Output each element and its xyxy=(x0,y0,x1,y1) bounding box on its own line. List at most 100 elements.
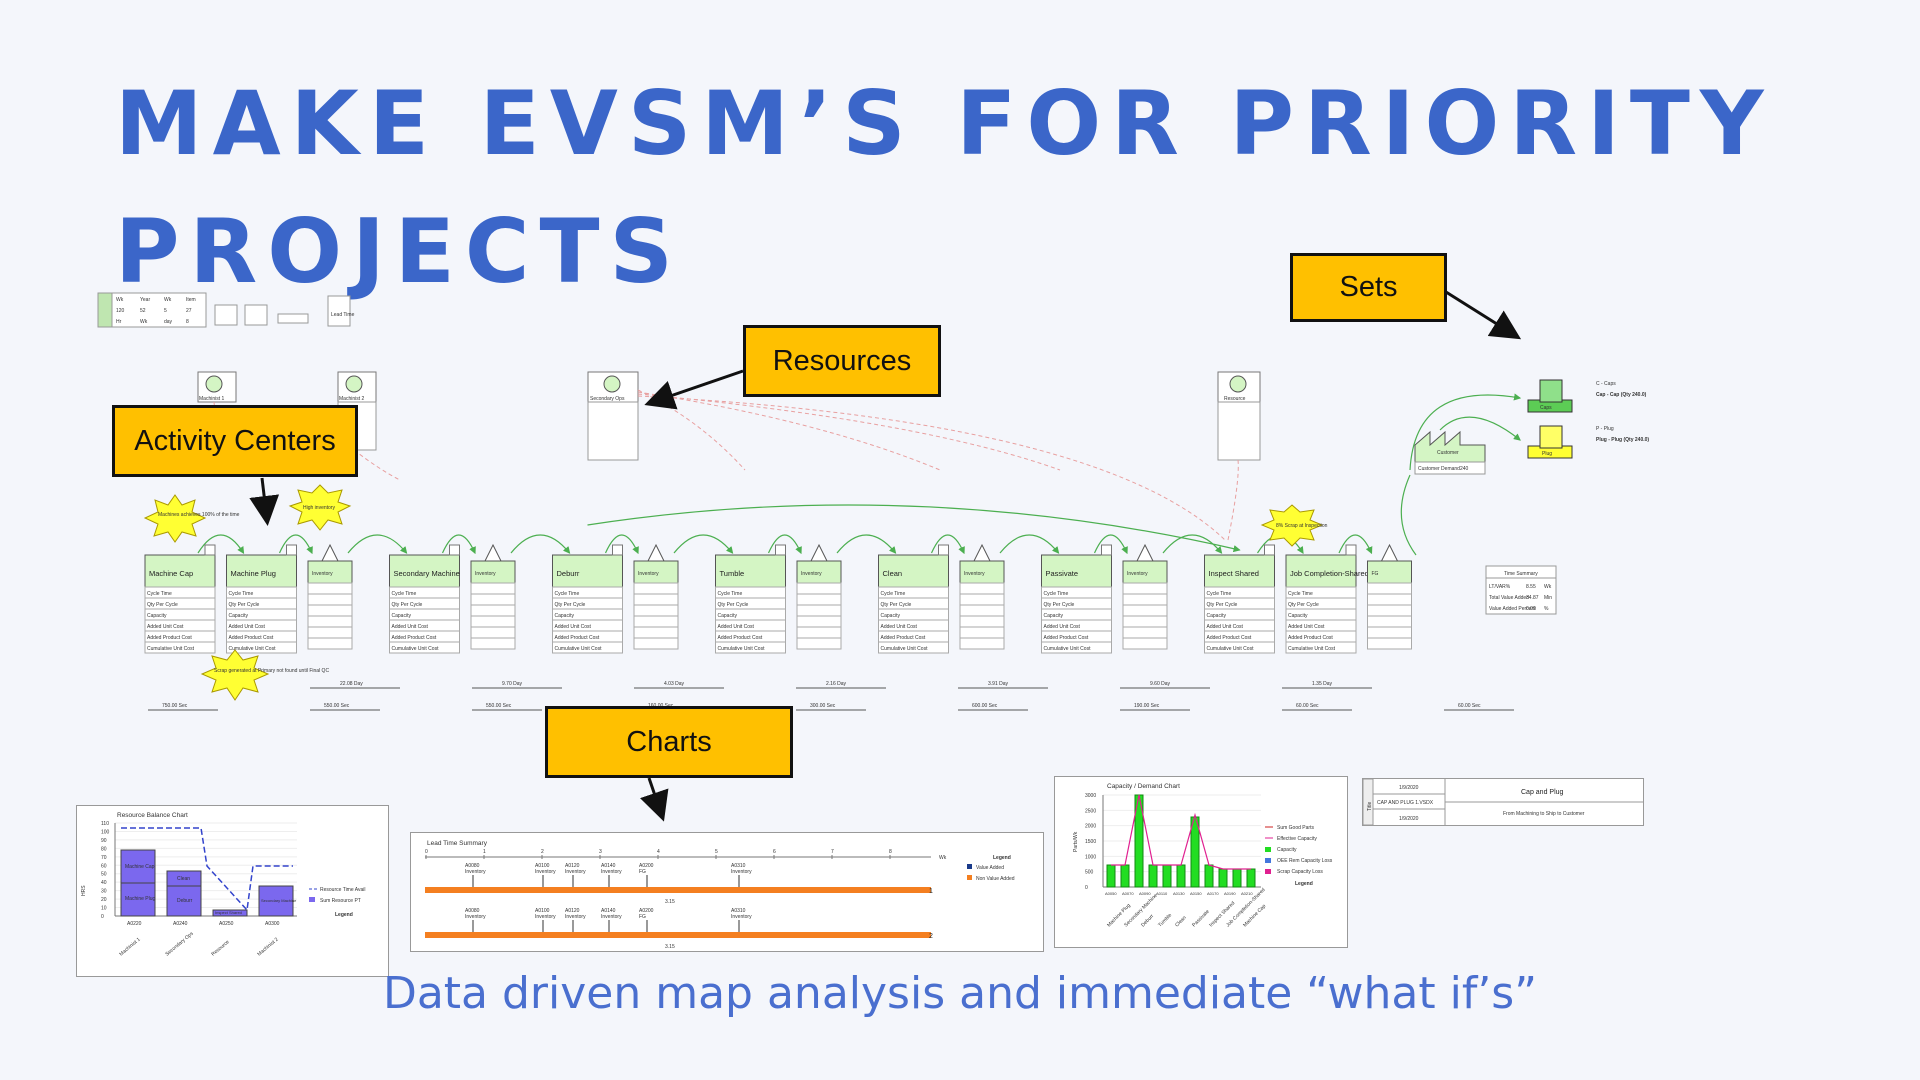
tl-low-7: 60.00 Sec xyxy=(1296,703,1319,709)
flow-arrow-12 xyxy=(1162,534,1223,554)
set-plug[interactable]: Plug P - Plug Plug - Plug (Qty 240.0) xyxy=(1527,425,1649,459)
activity-5-name: Deburr xyxy=(557,569,580,578)
activity-6[interactable]: Inventory xyxy=(633,543,679,650)
callout-arrows xyxy=(249,290,1522,822)
cd-title: Capacity / Demand Chart xyxy=(1107,783,1180,790)
resource-secondary-ops[interactable]: Secondary Ops xyxy=(587,371,639,461)
activity-1-row-3: Added Unit Cost xyxy=(229,624,266,630)
ts-row0-unit: Wk xyxy=(1544,584,1552,590)
activity-5-row-2: Capacity xyxy=(555,613,575,619)
ts-row2-unit: % xyxy=(1544,606,1549,612)
lt-tick-1: 1 xyxy=(483,849,486,855)
flow-arrow-9 xyxy=(930,534,965,555)
activity-2-name: Inventory xyxy=(312,571,333,577)
cd-bar-3 xyxy=(1148,864,1158,888)
capacity-demand-chart: Capacity / Demand Chart 3000250020001500… xyxy=(1073,783,1333,928)
activity-15[interactable]: FG xyxy=(1367,543,1412,650)
activity-14-row-0: Cycle Time xyxy=(1288,591,1313,597)
lt-row1-labels-code-4: A0200 xyxy=(639,863,654,869)
cd-code-4: A0130 xyxy=(1173,891,1185,896)
cd-legend-title: Legend xyxy=(1295,881,1313,887)
rb-ytick-3: 80 xyxy=(101,846,107,852)
lt-row1-labels-sub-1: Inventory xyxy=(535,869,556,875)
activity-3-row-2: Capacity xyxy=(392,613,412,619)
activity-14-row-1: Qty Per Cycle xyxy=(1288,602,1319,608)
cd-code-7: A0190 xyxy=(1224,891,1236,896)
rb-cat-code-1: A0240 xyxy=(173,921,188,927)
rb-title: Resource Balance Chart xyxy=(117,812,188,819)
lt-row2-labels-sub-0: Inventory xyxy=(465,914,486,920)
activity-7-row-2: Capacity xyxy=(718,613,738,619)
resource-machinist-1[interactable]: Machinist 1 xyxy=(197,371,237,403)
lt-tick-8: 8 xyxy=(889,849,892,855)
customer-node[interactable]: Customer Customer Demand 240 xyxy=(1414,430,1486,475)
activity-13-name: Inspect Shared xyxy=(1209,569,1259,578)
rb-ytick-7: 40 xyxy=(101,880,107,886)
flow-arrow-8 xyxy=(836,534,897,554)
lt-row1-labels-sub-2: Inventory xyxy=(565,869,586,875)
activity-11-row-2: Capacity xyxy=(1044,613,1064,619)
rb-seg-secondary: Secondary Machine xyxy=(261,898,297,903)
units-h0: Wk xyxy=(116,297,124,303)
lt-row2-id: 2 xyxy=(929,933,933,940)
units-h1: Year xyxy=(140,297,150,303)
burst-b3[interactable]: Scrap generated at Primary not found unt… xyxy=(200,649,329,701)
set-caps[interactable]: Caps C - Caps Cap - Cap (Qty 240.0) xyxy=(1527,379,1647,413)
burst-b1-text: Machines achieves 100% of the time xyxy=(158,512,240,518)
rb-cat-3: Machinist 2 xyxy=(256,937,279,958)
activity-14-row-4: Added Product Cost xyxy=(1288,635,1333,641)
rb-cat-2: Resource xyxy=(210,939,230,957)
rb-bar-resource xyxy=(212,909,248,917)
lt-legend-0: Value Added xyxy=(976,865,1004,871)
activity-13-row-0: Cycle Time xyxy=(1207,591,1232,597)
activity-12[interactable]: Inventory xyxy=(1122,543,1168,650)
lt-row1-labels-code-0: A0080 xyxy=(465,863,480,869)
activity-4[interactable]: Inventory xyxy=(470,543,516,650)
set-plug-desc: Plug - Plug (Qty 240.0) xyxy=(1596,437,1649,443)
activity-2[interactable]: Inventory xyxy=(307,543,353,650)
cd-bar-9 xyxy=(1232,868,1242,888)
rb-seg-machine-plug: Machine Plug xyxy=(125,896,156,902)
cd-ytick-5: 500 xyxy=(1085,870,1094,876)
title-block-date-1: 1/9/2020 xyxy=(1399,785,1419,791)
activity-13-row-2: Capacity xyxy=(1207,613,1227,619)
tl-low-4: 300.00 Sec xyxy=(810,703,836,709)
lt-row2-labels: A0080InventoryA0100InventoryA0120Invento… xyxy=(465,908,752,932)
lt-tick-4: 4 xyxy=(657,849,660,855)
activity-14-row-2: Capacity xyxy=(1288,613,1308,619)
callout-charts: Charts xyxy=(545,706,793,778)
lt-row1-labels-code-5: A0310 xyxy=(731,863,746,869)
resource-resource[interactable]: Resource xyxy=(1217,371,1261,461)
flow-arrow-0 xyxy=(197,534,245,555)
flow-arrow-11 xyxy=(1093,534,1128,555)
activity-0-row-2: Capacity xyxy=(147,613,167,619)
lt-bar-row2 xyxy=(425,932,931,938)
units-r1-1: 52 xyxy=(140,308,146,314)
burst-b4[interactable]: 8% Scrap at Inspection xyxy=(1260,504,1328,547)
activity-9-row-3: Added Unit Cost xyxy=(881,624,918,630)
burst-b1[interactable]: Machines achieves 100% of the time xyxy=(143,494,240,543)
activity-10[interactable]: Inventory xyxy=(959,543,1005,650)
activity-15-name: FG xyxy=(1372,571,1379,577)
rb-ytick-9: 20 xyxy=(101,897,107,903)
ts-row1-label: Total Value Added xyxy=(1489,595,1529,601)
tl-high-5: 9.60 Day xyxy=(1150,681,1171,687)
burst-b2[interactable]: High inventory xyxy=(288,484,352,531)
activity-8[interactable]: Inventory xyxy=(796,543,842,650)
units-r2-2: day xyxy=(164,319,173,325)
set-plug-code: P - Plug xyxy=(1596,426,1614,432)
set-caps-desc: Cap - Cap (Qty 240.0) xyxy=(1596,392,1647,398)
